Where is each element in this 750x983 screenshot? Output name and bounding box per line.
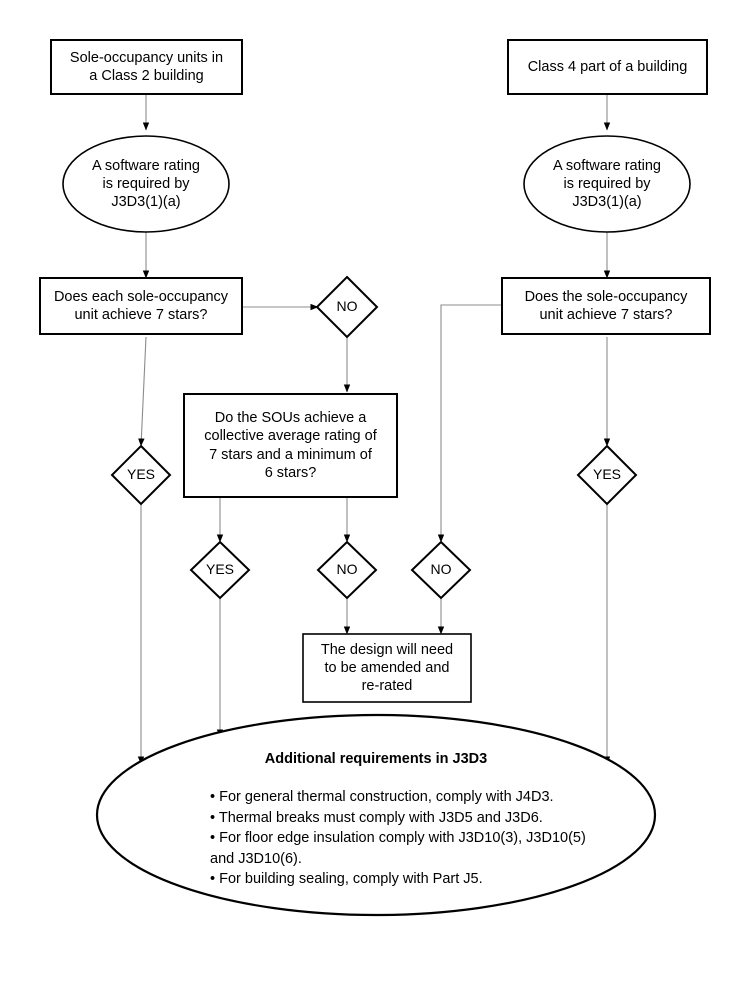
bullet-item: • For floor edge insulation comply with …: [210, 830, 586, 847]
node-sou-average[interactable]: [183, 393, 398, 498]
connector-decision-left-to-yes: [138, 336, 147, 447]
bullet-item: • Thermal breaks must comply with J3D5 a…: [210, 809, 543, 826]
diamond-no-middle[interactable]: [316, 540, 378, 600]
node-decision-right[interactable]: [501, 277, 711, 335]
node-rating-right[interactable]: [523, 135, 691, 233]
diamond-yes-right[interactable]: [576, 444, 638, 506]
connector-decision-right-to-no-branch: [437, 304, 502, 543]
bullet-item: • For general thermal construction, comp…: [210, 789, 554, 805]
node-additional-requirements[interactable]: [95, 713, 657, 917]
additional-requirements-bullets: • For general thermal construction, comp…: [210, 787, 630, 890]
bullet-item: • For building sealing, comply with Part…: [210, 871, 483, 888]
node-redesign[interactable]: [302, 633, 472, 703]
bullet-item: and J3D10(6).: [210, 850, 302, 867]
node-start-left[interactable]: [50, 39, 243, 95]
diamond-yes-left[interactable]: [110, 444, 172, 506]
additional-requirements-title: Additional requirements in J3D3: [264, 751, 488, 767]
node-rating-left[interactable]: [62, 135, 230, 233]
diamond-yes-middle[interactable]: [189, 540, 251, 600]
additional-requirements-content: Additional requirements in J3D3 • For ge…: [97, 715, 655, 915]
node-start-right[interactable]: [507, 39, 708, 95]
diamond-no-right-branch[interactable]: [410, 540, 472, 600]
connector-group: [137, 94, 611, 765]
diamond-no-left-top[interactable]: [315, 275, 379, 339]
node-decision-left[interactable]: [39, 277, 243, 335]
